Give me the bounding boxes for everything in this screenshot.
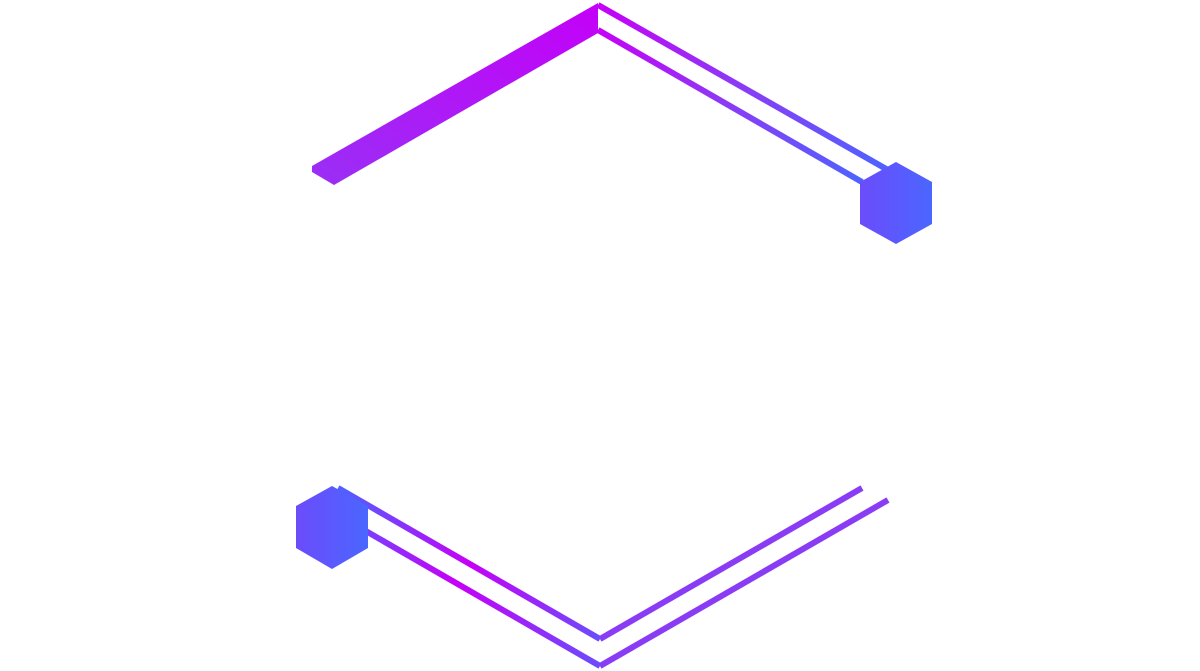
- outer-bottom-right-edge: [598, 497, 890, 669]
- top-right-hexagon-accent: [860, 162, 932, 244]
- inner-hexagon-outline: [334, 27, 865, 642]
- top-left-accent-edge: [312, 3, 598, 185]
- inner-bottom-right-edge: [598, 485, 864, 642]
- bottom-left-hexagon-accent: [296, 486, 368, 569]
- outer-hexagon-outline: [310, 2, 891, 669]
- inner-bottom-left-edge: [336, 485, 602, 642]
- inner-top-right-edge: [596, 27, 864, 185]
- outer-top-right-edge: [596, 2, 890, 173]
